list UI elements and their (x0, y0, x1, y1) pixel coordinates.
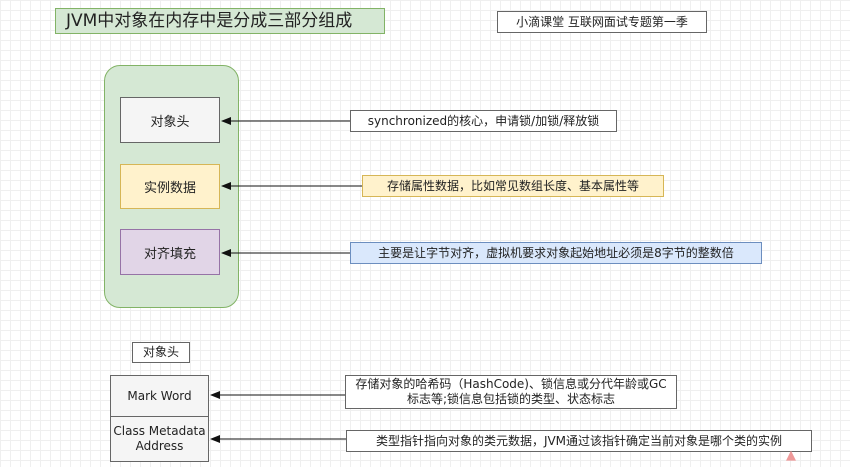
diagram-title: JVM中对象在内存中是分成三部分组成 (55, 8, 385, 34)
course-subtitle: 小滴课堂 互联网面试专题第一季 (497, 11, 707, 33)
class-metadata-note: 类型指针指向对象的类元数据，JVM通过该指针确定当前对象是哪个类的实例 (346, 430, 812, 452)
watermark-mark-icon: ▲ (786, 448, 796, 463)
mark-word-note: 存储对象的哈希码（HashCode)、锁信息或分代年龄或GC标志等;锁信息包括锁… (345, 375, 677, 409)
object-header-note: synchronized的核心，申请锁/加锁/释放锁 (350, 110, 617, 132)
class-metadata-box: Class Metadata Address (110, 416, 209, 462)
padding-box: 对齐填充 (120, 229, 220, 275)
mark-word-box: Mark Word (110, 375, 209, 417)
instance-data-note: 存储属性数据，比如常见数组长度、基本属性等 (362, 175, 664, 197)
object-header-section-title: 对象头 (132, 342, 190, 363)
instance-data-box: 实例数据 (120, 164, 220, 209)
padding-note: 主要是让字节对齐，虚拟机要求对象起始地址必须是8字节的整数倍 (350, 242, 762, 264)
object-header-box: 对象头 (120, 97, 220, 143)
